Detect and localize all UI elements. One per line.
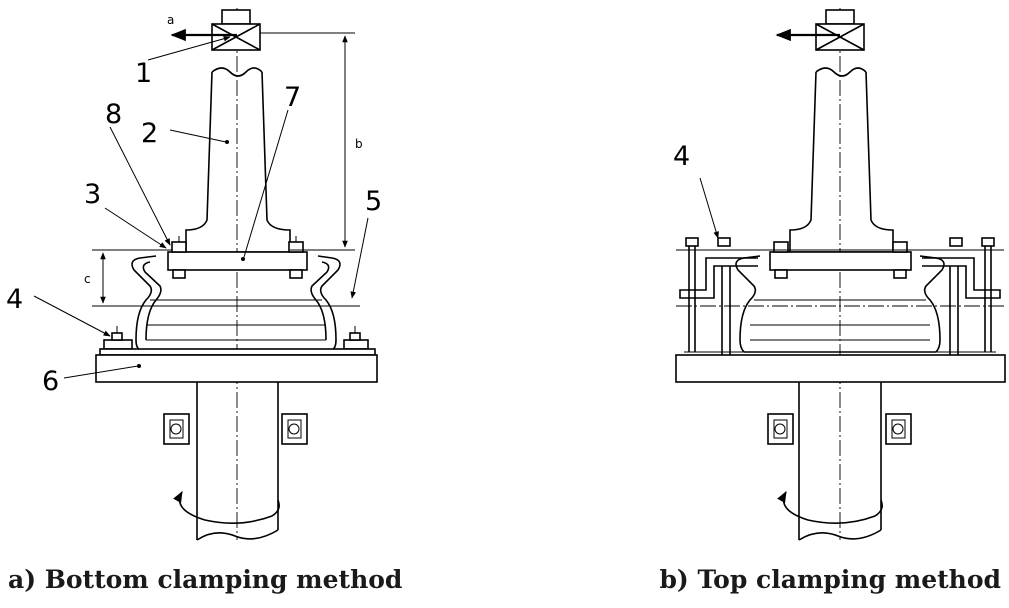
adapter-plate-b <box>769 251 912 271</box>
base-plate-b <box>675 354 1006 383</box>
clamps-a <box>99 326 376 356</box>
dimension-b <box>260 32 355 251</box>
leader-lines-a <box>33 36 369 379</box>
sensor-a <box>211 9 261 51</box>
test-bar-a <box>185 67 291 253</box>
dim-b-label: b <box>355 137 363 151</box>
bottom-clamping-diagram: a <box>6 8 382 541</box>
spindle-a <box>163 382 308 541</box>
dim-a-label: a <box>167 13 174 27</box>
sensor-b <box>815 9 865 51</box>
top-bolts-a <box>171 236 304 279</box>
caption-bottom-clamping: a) Bottom clamping method <box>8 565 403 594</box>
label-8: 8 <box>105 99 122 130</box>
label-2: 2 <box>141 118 158 149</box>
leader-4-b <box>699 177 719 239</box>
dim-c-label: c <box>84 272 91 286</box>
spindle-b <box>767 382 912 541</box>
label-1: 1 <box>135 58 152 89</box>
label-6: 6 <box>42 366 59 397</box>
dimension-c <box>92 249 360 307</box>
label-5: 5 <box>365 186 382 217</box>
caption-top-clamping: b) Top clamping method <box>659 565 1001 594</box>
base-plate-a <box>95 354 378 383</box>
adapter-plate-a <box>167 251 308 271</box>
label-7: 7 <box>284 82 301 113</box>
label-4: 4 <box>6 284 23 315</box>
label-3: 3 <box>84 179 101 210</box>
top-clamps-b <box>676 237 1004 356</box>
label-4-b: 4 <box>673 141 690 172</box>
top-clamping-diagram: 4 <box>673 8 1006 541</box>
test-bar-b <box>789 67 894 253</box>
top-bolts-b <box>773 241 908 279</box>
